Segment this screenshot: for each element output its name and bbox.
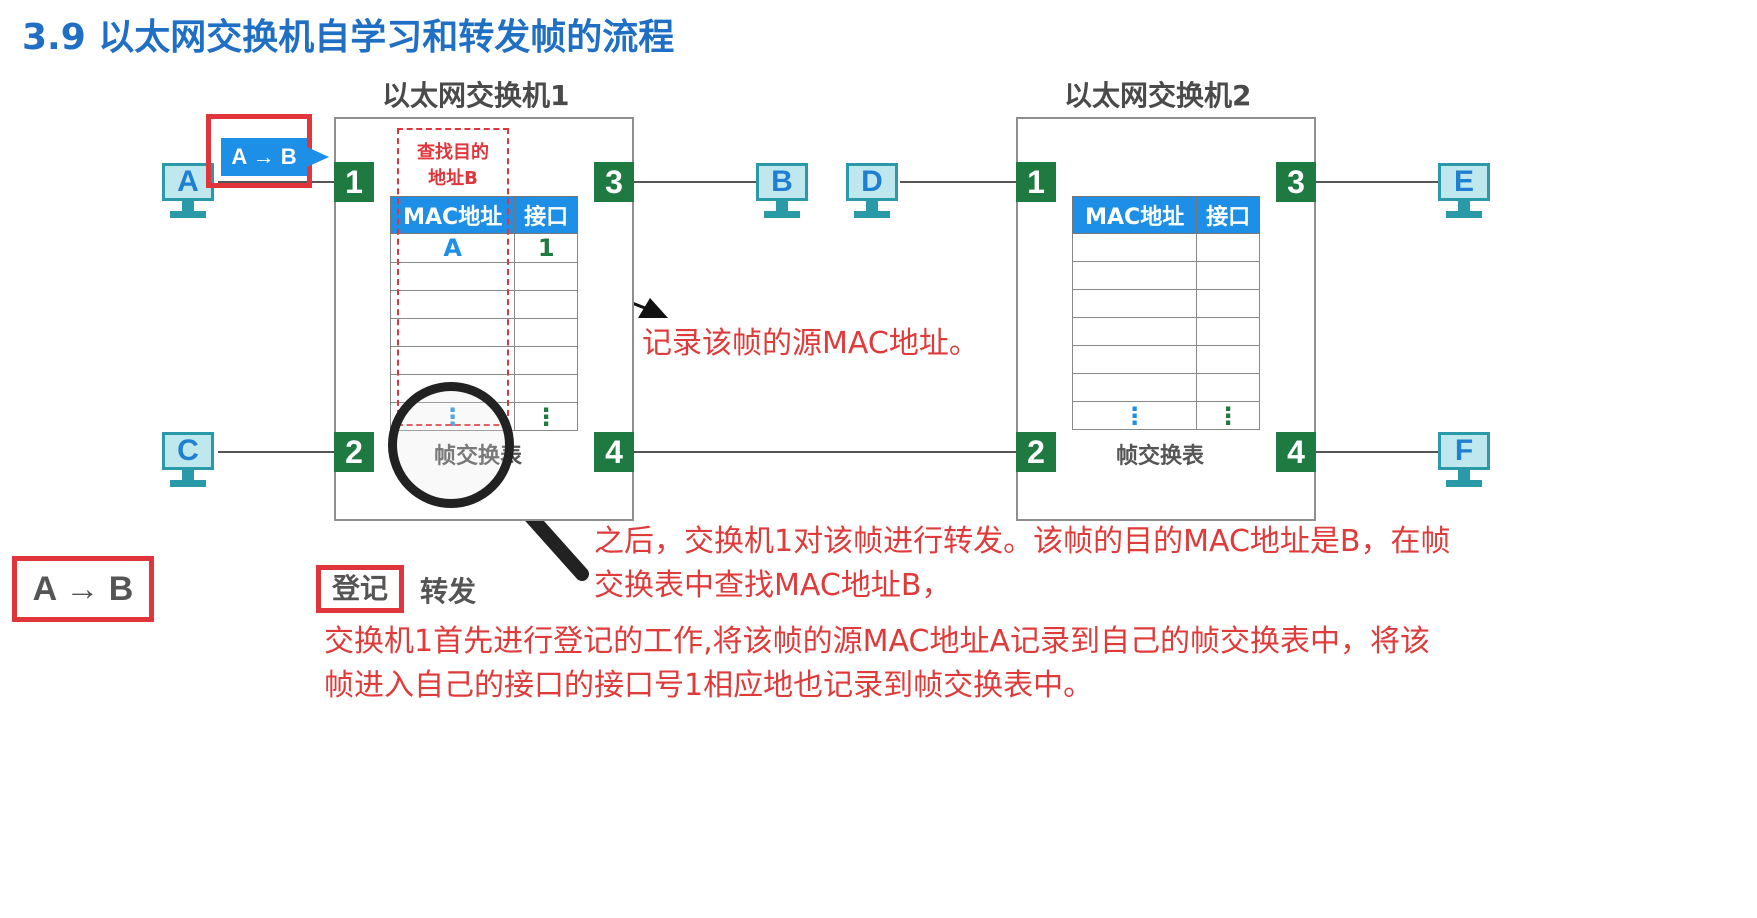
host-d-label: D	[846, 163, 898, 201]
table-row	[1071, 373, 1260, 402]
switch1-port-3: 3	[594, 162, 634, 202]
table-row	[389, 262, 578, 291]
lookup-label-line1: 查找目的	[417, 142, 489, 163]
register-step: 登记	[331, 572, 388, 605]
switch1-port-1: 1	[334, 162, 374, 202]
switch2-table-caption: 帧交换表	[1116, 444, 1205, 469]
host-e-label: E	[1438, 163, 1490, 201]
host-a-icon: A	[160, 163, 216, 223]
port-header: 接口	[514, 196, 578, 234]
host-f-icon: F	[1436, 432, 1492, 492]
lookup-label: 查找目的 地址B	[400, 140, 506, 192]
ellipsis: ⋮	[1196, 401, 1260, 430]
host-c-label: C	[162, 432, 214, 470]
record-arrow-head	[638, 298, 668, 318]
frame-big-box	[12, 556, 154, 622]
port-cell: 1	[514, 233, 578, 263]
frame-big-label: A → B	[32, 570, 134, 608]
mac-header: MAC地址	[1071, 196, 1198, 234]
switch2-port-3: 3	[1276, 162, 1316, 202]
table-row: ⋮ ⋮	[1071, 401, 1260, 430]
host-d-icon: D	[844, 163, 900, 223]
mac-header: MAC地址	[389, 196, 516, 234]
forward-annotation-line2: 交换表中查找MAC地址B，	[594, 568, 952, 603]
table-row	[1071, 289, 1260, 318]
host-a-label: A	[162, 163, 214, 201]
table-row	[1071, 345, 1260, 374]
lookup-label-line2: 地址B	[428, 168, 478, 189]
host-c-icon: C	[160, 432, 216, 492]
magnifier-icon	[388, 382, 514, 508]
register-annotation-line1: 交换机1首先进行登记的工作,将该帧的源MAC地址A记录到自己的帧交换表中，将该	[324, 624, 1430, 659]
host-b-label: B	[756, 163, 808, 201]
table-row	[1071, 317, 1260, 346]
frame-label: A → B	[221, 138, 307, 176]
switch2-port-1: 1	[1016, 162, 1056, 202]
switch2-frame-table: MAC地址 接口 ⋮ ⋮	[1071, 196, 1260, 430]
table-row	[1071, 261, 1260, 290]
switch1-port-2: 2	[334, 432, 374, 472]
ellipsis: ⋮	[514, 402, 578, 431]
port-header: 接口	[1196, 196, 1260, 234]
frame-direction-icon	[307, 147, 329, 167]
switch2-port-4: 4	[1276, 432, 1316, 472]
switch1-title: 以太网交换机1	[382, 79, 570, 112]
host-f-label: F	[1438, 432, 1490, 470]
register-annotation-line2: 帧进入自己的接口的接口号1相应地也记录到帧交换表中。	[324, 668, 1094, 703]
page-title: 3.9 以太网交换机自学习和转发帧的流程	[22, 17, 675, 58]
forward-step: 转发	[420, 575, 477, 608]
host-e-icon: E	[1436, 163, 1492, 223]
switch1-port-4: 4	[594, 432, 634, 472]
register-step-box	[316, 565, 404, 613]
forward-annotation-line1: 之后，交换机1对该帧进行转发。该帧的目的MAC地址是B，在帧	[594, 524, 1451, 559]
host-b-icon: B	[754, 163, 810, 223]
switch2-title: 以太网交换机2	[1064, 79, 1252, 112]
switch2-port-2: 2	[1016, 432, 1056, 472]
table-row	[1071, 233, 1260, 262]
record-source-annotation: 记录该帧的源MAC地址。	[642, 326, 979, 361]
ellipsis: ⋮	[1071, 401, 1198, 430]
